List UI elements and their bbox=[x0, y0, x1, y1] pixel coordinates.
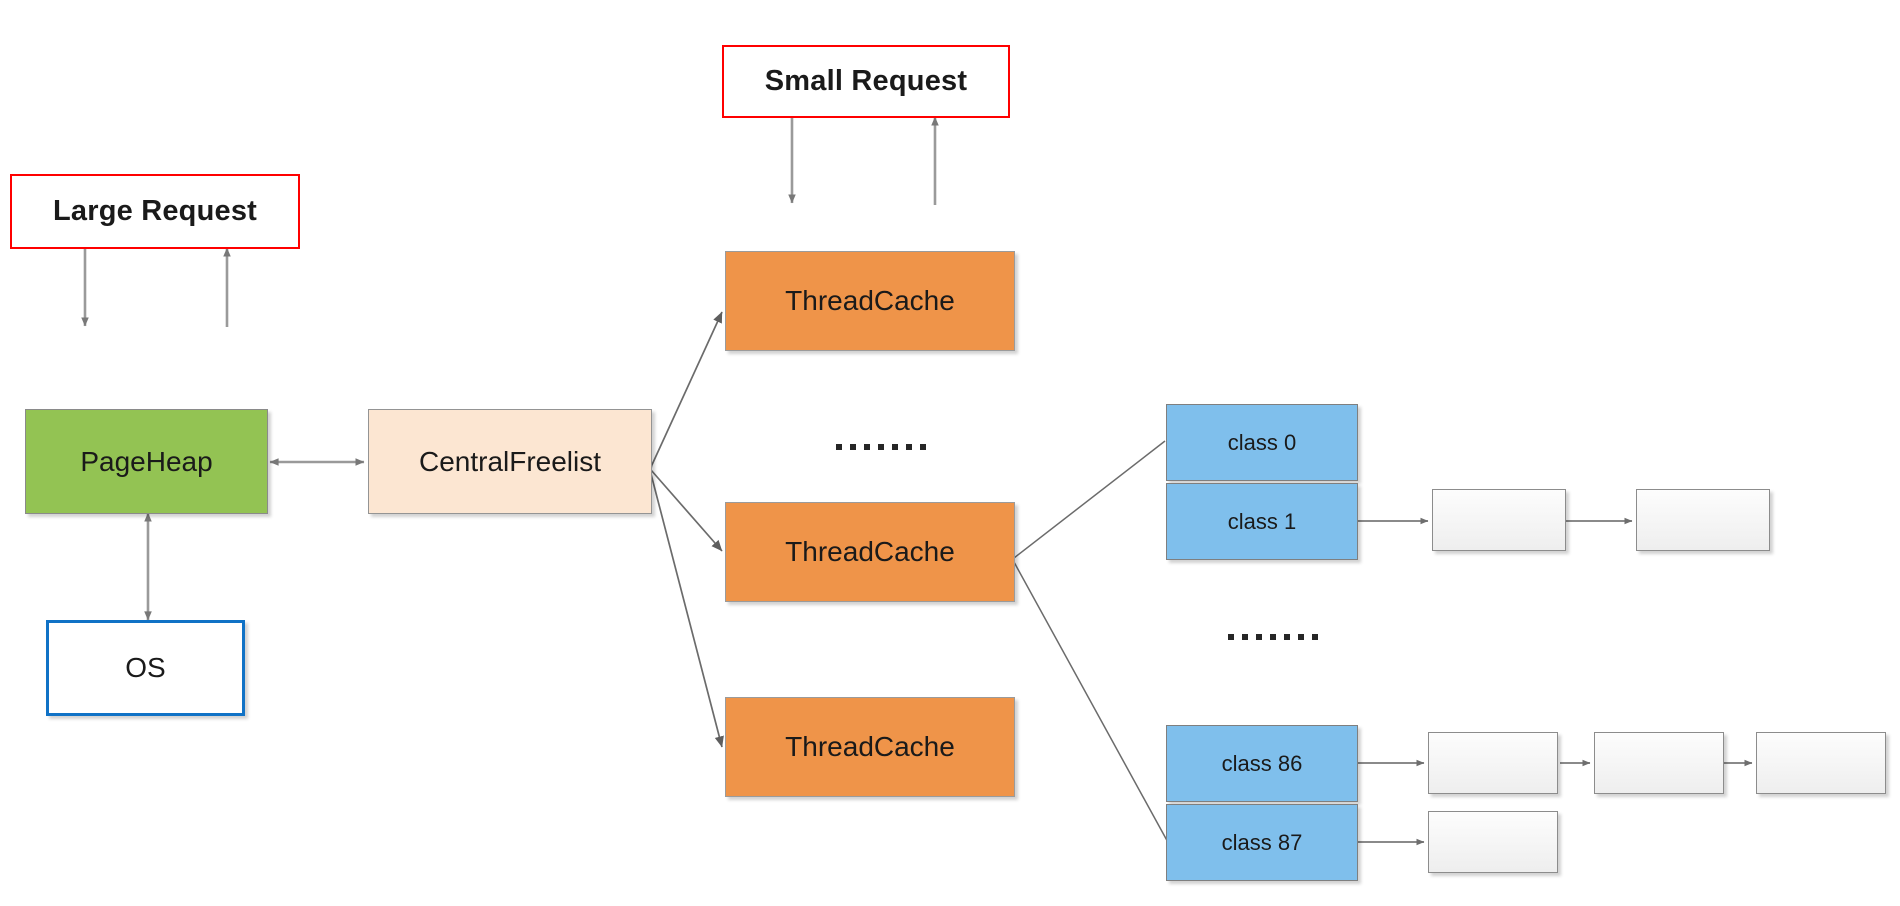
large-request-box[interactable]: Large Request bbox=[10, 174, 300, 249]
class-86-label: class 86 bbox=[1221, 750, 1303, 776]
free-block-class1-1[interactable] bbox=[1432, 489, 1566, 551]
threadcache-middle-label: ThreadCache bbox=[785, 536, 955, 567]
pageheap-box[interactable]: PageHeap bbox=[25, 409, 268, 514]
class-87-label: class 87 bbox=[1221, 829, 1303, 855]
threadcache-box-middle[interactable]: ThreadCache bbox=[725, 502, 1015, 602]
class-1-label: class 1 bbox=[1227, 508, 1297, 534]
centralfreelist-box[interactable]: CentralFreelist bbox=[368, 409, 652, 514]
class-box-0[interactable]: class 0 bbox=[1166, 404, 1358, 481]
free-block-class86-2[interactable] bbox=[1594, 732, 1724, 794]
edge-threadcache-classgroup-bottom bbox=[1013, 561, 1171, 847]
edge-centralfreelist-threadcache-top bbox=[642, 311, 723, 479]
edge-threadcache-classgroup-top bbox=[1013, 440, 1166, 559]
edge-centralfreelist-threadcache-middle bbox=[640, 458, 723, 552]
threadcache-box-top[interactable]: ThreadCache bbox=[725, 251, 1015, 351]
free-block-class86-3[interactable] bbox=[1756, 732, 1886, 794]
threadcache-ellipsis bbox=[836, 444, 926, 450]
os-label: OS bbox=[125, 652, 166, 683]
pageheap-label: PageHeap bbox=[80, 445, 213, 477]
os-box[interactable]: OS bbox=[46, 620, 245, 716]
small-request-box[interactable]: Small Request bbox=[722, 45, 1010, 118]
classlist-ellipsis bbox=[1228, 634, 1318, 640]
centralfreelist-label: CentralFreelist bbox=[418, 445, 602, 477]
threadcache-bottom-label: ThreadCache bbox=[785, 731, 955, 762]
free-block-class1-2[interactable] bbox=[1636, 489, 1770, 551]
free-block-class86-1[interactable] bbox=[1428, 732, 1558, 794]
class-0-label: class 0 bbox=[1227, 429, 1297, 455]
class-box-87[interactable]: class 87 bbox=[1166, 804, 1358, 881]
class-box-86[interactable]: class 86 bbox=[1166, 725, 1358, 802]
threadcache-box-bottom[interactable]: ThreadCache bbox=[725, 697, 1015, 797]
small-request-label: Small Request bbox=[764, 65, 968, 97]
threadcache-top-label: ThreadCache bbox=[785, 285, 955, 316]
large-request-label: Large Request bbox=[52, 195, 258, 227]
free-block-class87-1[interactable] bbox=[1428, 811, 1558, 873]
edge-centralfreelist-threadcache-bottom bbox=[643, 462, 724, 748]
class-box-1[interactable]: class 1 bbox=[1166, 483, 1358, 560]
